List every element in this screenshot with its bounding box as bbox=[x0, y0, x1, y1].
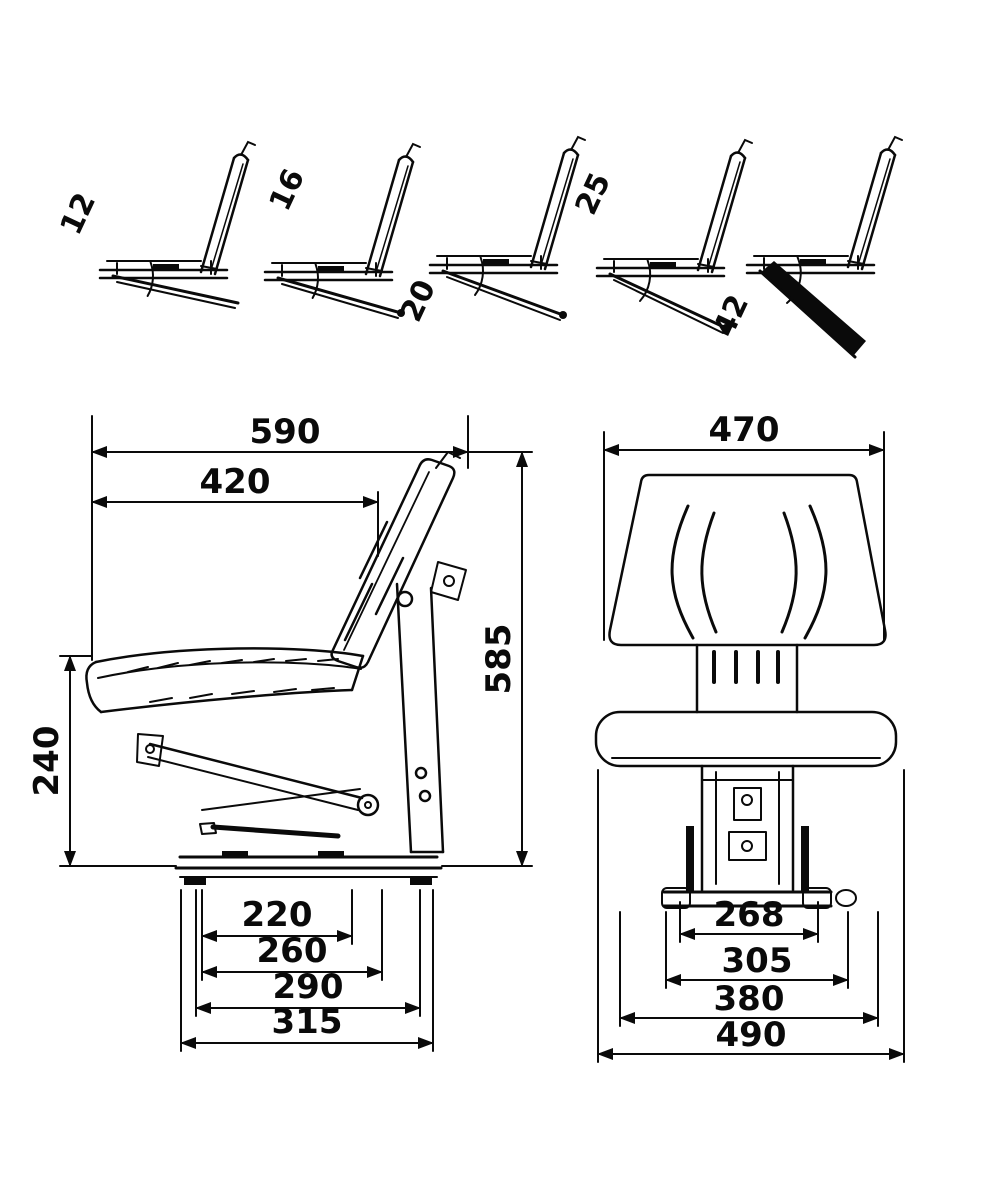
dim-label-backrest-width: 420 bbox=[200, 462, 271, 502]
backrest-front-outline bbox=[608, 473, 887, 647]
angle-arc bbox=[146, 261, 154, 297]
dim-label-rail-4: 315 bbox=[272, 1002, 343, 1042]
angle-arc bbox=[311, 263, 319, 299]
dim-label-overall-width: 590 bbox=[250, 412, 321, 452]
side-view: 590 420 585 240 220 260 290 315 bbox=[27, 412, 533, 1052]
adjust-knob bbox=[835, 889, 857, 907]
mini-seat-icon bbox=[428, 135, 587, 275]
arm-pivot bbox=[356, 793, 380, 817]
mini-seat-icon bbox=[745, 135, 904, 275]
angle-arc bbox=[786, 256, 802, 304]
adjust-lever bbox=[210, 824, 341, 839]
side-view-drawing bbox=[85, 451, 467, 885]
tilt-strut bbox=[276, 276, 403, 315]
mini-seat-icon bbox=[595, 138, 754, 278]
angle-label-4: 25 bbox=[569, 168, 618, 221]
tilt-strut bbox=[441, 269, 565, 317]
cushion-front-outline bbox=[594, 710, 898, 768]
dim-label-overall-height: 585 bbox=[479, 624, 519, 695]
tilt-strut bbox=[758, 269, 857, 359]
angle-label-2: 16 bbox=[263, 164, 312, 217]
mini-seat-icon bbox=[98, 140, 257, 280]
dim-label-rail-1: 220 bbox=[242, 895, 313, 935]
dim-label-seat-height: 240 bbox=[27, 726, 67, 797]
dim-label-rail-2: 260 bbox=[257, 931, 328, 971]
backrest-bracket bbox=[430, 561, 467, 601]
angle-view-1: 12 bbox=[54, 140, 257, 309]
front-view: 470 268 305 380 490 bbox=[594, 410, 905, 1063]
riser-column bbox=[395, 582, 413, 854]
angle-label-5: 42 bbox=[707, 290, 756, 343]
angle-view-5: 42 bbox=[707, 135, 904, 359]
tilt-strut bbox=[111, 274, 240, 305]
tilt-strut bbox=[608, 272, 728, 330]
cushion-front-curl bbox=[85, 660, 103, 714]
dim-label-rail-3: 290 bbox=[273, 967, 344, 1007]
angle-label-3: 20 bbox=[394, 275, 443, 328]
dim-label-base-width: 380 bbox=[714, 979, 785, 1019]
dim-label-cushion-width: 490 bbox=[716, 1015, 787, 1055]
angle-arc bbox=[474, 256, 485, 296]
cushion-top bbox=[94, 647, 365, 664]
dim-label-mount-2: 305 bbox=[722, 941, 793, 981]
angle-arc bbox=[639, 259, 652, 302]
pivot-bolt bbox=[396, 590, 414, 608]
suspension-arm bbox=[148, 742, 364, 800]
front-view-drawing bbox=[594, 473, 898, 909]
cushion-hatching bbox=[127, 658, 339, 673]
angle-views-row: 12 16 20 25 bbox=[54, 135, 904, 359]
dim-label-backrest-front-width: 470 bbox=[709, 410, 780, 450]
front-view-dimension-lines bbox=[597, 431, 905, 1063]
side-view-dimension-lines bbox=[59, 415, 533, 1052]
dim-label-mount-1: 268 bbox=[714, 895, 785, 935]
angle-label-1: 12 bbox=[54, 188, 103, 241]
backrest-stitch-curve bbox=[670, 504, 695, 640]
tilted-cushion bbox=[760, 261, 866, 355]
angle-view-2: 16 bbox=[263, 142, 422, 319]
angle-view-3: 20 bbox=[394, 135, 587, 328]
